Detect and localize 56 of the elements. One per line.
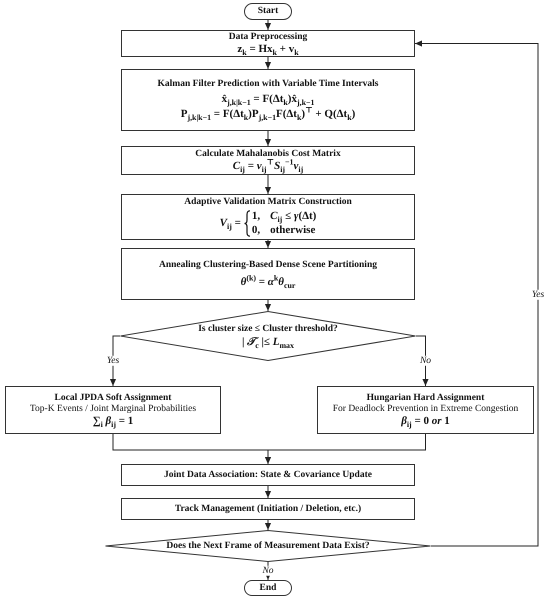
arrow xyxy=(110,336,120,386)
process-box xyxy=(317,386,534,434)
arrow xyxy=(264,562,272,580)
formula: ∑$_{i}$ β$_{ij}$ = 1 xyxy=(92,414,134,428)
process-box xyxy=(5,386,221,434)
formula: otherwise xyxy=(270,224,316,237)
formula: x̂$_{j,k|k−1}$ = F(Δt$_{k}$)x̂$_{j,k−1}$ xyxy=(222,92,314,106)
arrow xyxy=(416,336,429,386)
arrow xyxy=(264,300,272,312)
formula: C$_{ij}$ ≤ γ(Δt) xyxy=(270,210,316,223)
step-description: Top-K Events / Joint Marginal Probabilities xyxy=(30,404,196,415)
process-box xyxy=(121,498,415,520)
arrow xyxy=(264,520,272,530)
decision-diamond xyxy=(105,530,431,562)
arrow xyxy=(264,20,272,30)
arrow xyxy=(414,40,538,546)
step-title: Calculate Mahalanobis Cost Matrix xyxy=(195,148,341,159)
process-box xyxy=(121,146,415,175)
step-title: Annealing Clustering-Based Dense Scene Partitioning xyxy=(159,260,377,271)
process-box xyxy=(121,69,415,131)
arrow xyxy=(264,434,426,464)
formula: 0, xyxy=(252,224,260,237)
edge-label: Yes xyxy=(530,290,546,300)
step-title: Track Management (Initiation / Deletion, etc.) xyxy=(174,504,362,514)
step-title: Local JPDA Soft Assignment xyxy=(54,392,172,404)
step-title: Hungarian Hard Assignment xyxy=(366,392,484,404)
formula: | 𝒯$_{c}$ |≤ L$_{max}$ xyxy=(242,336,294,348)
decision-diamond xyxy=(120,311,416,361)
edge-label: Yes xyxy=(106,356,120,366)
arrow xyxy=(264,240,272,248)
decision-question: Does the Next Frame of Measurement Data Exist? xyxy=(166,540,370,552)
step-title: Joint Data Association: State & Covariance Update xyxy=(164,470,372,480)
formula: C$_{ij}$ = v$_{ij}$$^{⊤}$S$_{ij}$$^{−1}$v$_{ij}$ xyxy=(232,160,304,172)
formula: 1, xyxy=(252,210,260,223)
formula: θ$^{(k)}$ = α$^{k}$θ$_{cur}$ xyxy=(240,276,296,288)
arrow xyxy=(264,56,272,70)
formula: V$_{ij}$ = xyxy=(220,217,241,230)
process-box xyxy=(121,248,415,300)
arrow xyxy=(264,486,272,498)
arrow xyxy=(264,174,272,194)
decision-question: Is cluster size ≤ Cluster threshold? xyxy=(198,324,338,335)
process-box xyxy=(121,464,415,486)
formula: z$_{k}$ = Hx$_{k}$ + v$_{k}$ xyxy=(237,42,299,56)
step-title: Data Preprocessing xyxy=(228,32,308,43)
arrow xyxy=(264,130,272,146)
step-title: Adaptive Validation Matrix Construction xyxy=(184,197,352,208)
process-box xyxy=(121,194,415,240)
step-title: Kalman Filter Prediction with Variable Time Intervals xyxy=(158,78,378,90)
terminal-label: Start xyxy=(258,6,278,17)
formula: P$_{j,k|k−1}$ = F(Δt$_{k}$)P$_{j,k−1}$F(Δt$_{k}$)$^{⊤}$ + Q(Δt$_{k}$) xyxy=(180,108,356,122)
step-description: For Deadlock Prevention in Extreme Congestion xyxy=(332,404,518,415)
terminal-label: End xyxy=(260,582,276,594)
formula: β$_{ij}$ = 0 or 1 xyxy=(401,414,450,428)
process-box xyxy=(121,30,415,57)
edge-label: No xyxy=(418,356,432,366)
edge-label: No xyxy=(261,566,275,576)
